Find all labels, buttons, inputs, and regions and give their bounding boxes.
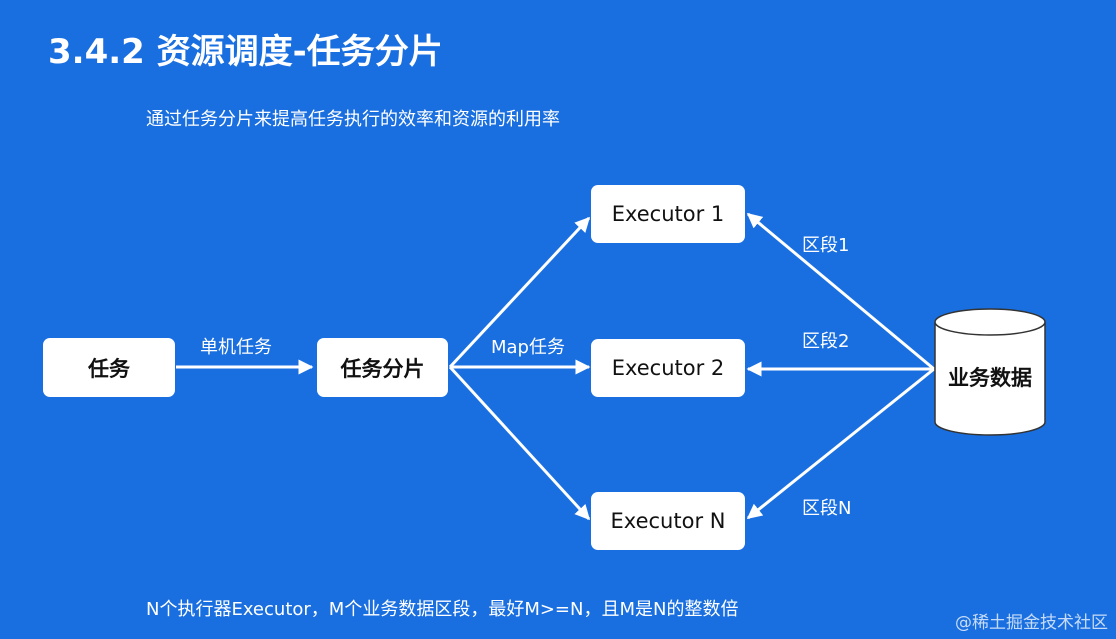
executor-2-node: Executor 2	[591, 339, 745, 397]
database-cylinder-icon	[934, 308, 1046, 436]
executor-n-label: Executor N	[610, 509, 726, 533]
task-node-label: 任务	[88, 356, 130, 381]
task-node: 任务	[43, 338, 175, 397]
business-data-label: 业务数据	[948, 366, 1032, 390]
edge-label-map: Map任务	[491, 337, 565, 358]
executor-2-label: Executor 2	[611, 356, 725, 380]
shard-node: 任务分片	[317, 338, 448, 397]
edge-label-section1: 区段1	[802, 235, 850, 256]
edge-label-section2: 区段2	[802, 331, 850, 352]
edge-label-sectionN: 区段N	[802, 498, 852, 519]
subtitle: 通过任务分片来提高任务执行的效率和资源的利用率	[146, 109, 560, 130]
watermark: @稀土掘金技术社区	[955, 613, 1108, 633]
footer-note: N个执行器Executor，M个业务数据区段，最好M>=N，且M是N的整数倍	[146, 599, 739, 620]
executor-1-label: Executor 1	[611, 202, 725, 226]
arrow-data-to-executor1	[746, 212, 935, 371]
executor-1-node: Executor 1	[591, 185, 745, 243]
executor-n-node: Executor N	[591, 492, 745, 550]
shard-node-label: 任务分片	[340, 356, 425, 381]
arrow-shard-to-executor1	[448, 216, 591, 369]
arrow-shard-to-executorN	[448, 365, 591, 521]
page-title: 3.4.2 资源调度-任务分片	[48, 32, 443, 72]
arrow-data-to-executorN	[746, 367, 935, 520]
edge-label-single: 单机任务	[200, 337, 272, 358]
